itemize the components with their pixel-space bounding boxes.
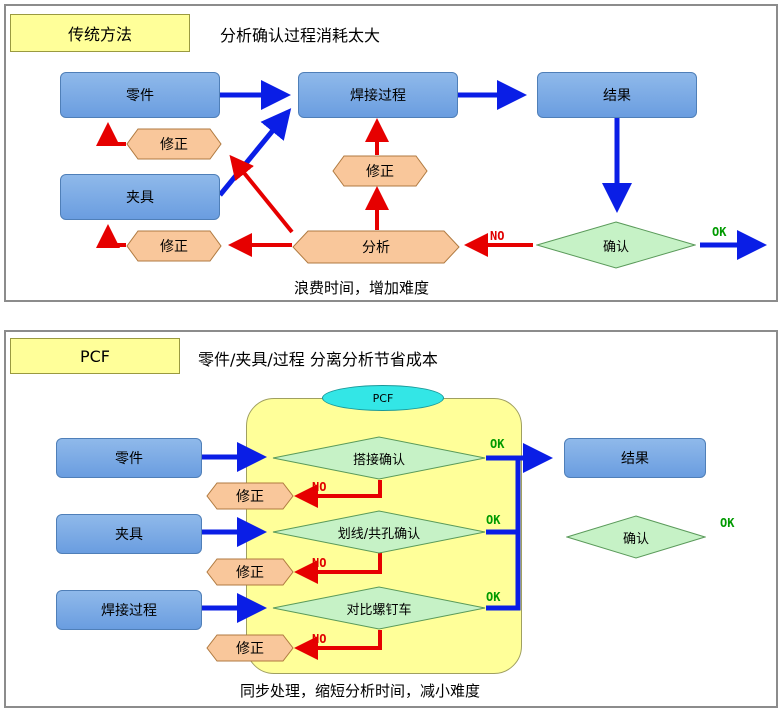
b-fix-hexagon-2: 修正 [206,558,294,586]
b-confirm-label: 确认 [622,531,649,547]
b-confirm-diamond: 确认 [566,515,706,559]
confirm-diamond: 确认 [536,221,696,269]
fix-hexagon-3: 修正 [126,230,222,262]
b-fix-label-2: 修正 [236,565,264,581]
check-label-2: 划线/共孔确认 [337,526,421,542]
check-label-1: 搭接确认 [352,452,405,468]
result-box: 结果 [537,72,697,118]
b-ok-label-3: OK [486,590,501,604]
check-diamond-1: 搭接确认 [272,436,486,480]
b-fix-hexagon-3: 修正 [206,634,294,662]
traditional-method-title: 传统方法 [10,14,190,52]
check-label-3: 对比螺钉车 [346,602,412,618]
check-diamond-3: 对比螺钉车 [272,586,486,630]
fix-label-1: 修正 [160,137,188,153]
no-label: NO [490,229,505,243]
parts-box: 零件 [60,72,220,118]
b-ok-label-2: OK [486,513,501,527]
fix-hexagon-1: 修正 [126,128,222,160]
analysis-label: 分析 [362,240,390,256]
fix-hexagon-2: 修正 [332,155,428,187]
arrow-analysis-to-weld-diag [229,154,294,234]
b-fix-label-1: 修正 [236,489,264,505]
pcf-heading: 零件/夹具/过程 分离分析节省成本 [198,350,438,369]
b-result-box: 结果 [564,438,706,478]
b-parts-box: 零件 [56,438,202,478]
arrow-fixture-to-weld [218,108,292,197]
fixture-box: 夹具 [60,174,220,220]
top-note: 浪费时间，增加难度 [294,279,430,297]
fix-label-3: 修正 [160,239,188,255]
b-fixture-box: 夹具 [56,514,202,554]
ok-label: OK [712,225,727,239]
pcf-ellipse: PCF [322,385,444,411]
traditional-heading: 分析确认过程消耗太大 [220,26,381,45]
fix-label-2: 修正 [366,164,394,180]
bottom-note: 同步处理，缩短分析时间，减小难度 [240,682,481,700]
check-diamond-2: 划线/共孔确认 [272,510,486,554]
weld-process-box: 焊接过程 [298,72,458,118]
b-ok-final-label: OK [720,516,735,530]
b-fix-hexagon-1: 修正 [206,482,294,510]
confirm-label: 确认 [602,239,629,255]
b-fix-label-3: 修正 [236,641,264,657]
b-ok-label-1: OK [490,437,505,451]
arrow-fix1-to-parts [96,122,126,146]
b-no-label-2: NO [312,556,327,570]
analysis-hexagon: 分析 [292,230,460,264]
arrow-fix3-to-fixture [96,224,126,248]
pcf-title: PCF [10,338,180,374]
b-weld-box: 焊接过程 [56,590,202,630]
b-no-label-3: NO [312,632,327,646]
b-no-label-1: NO [312,480,327,494]
